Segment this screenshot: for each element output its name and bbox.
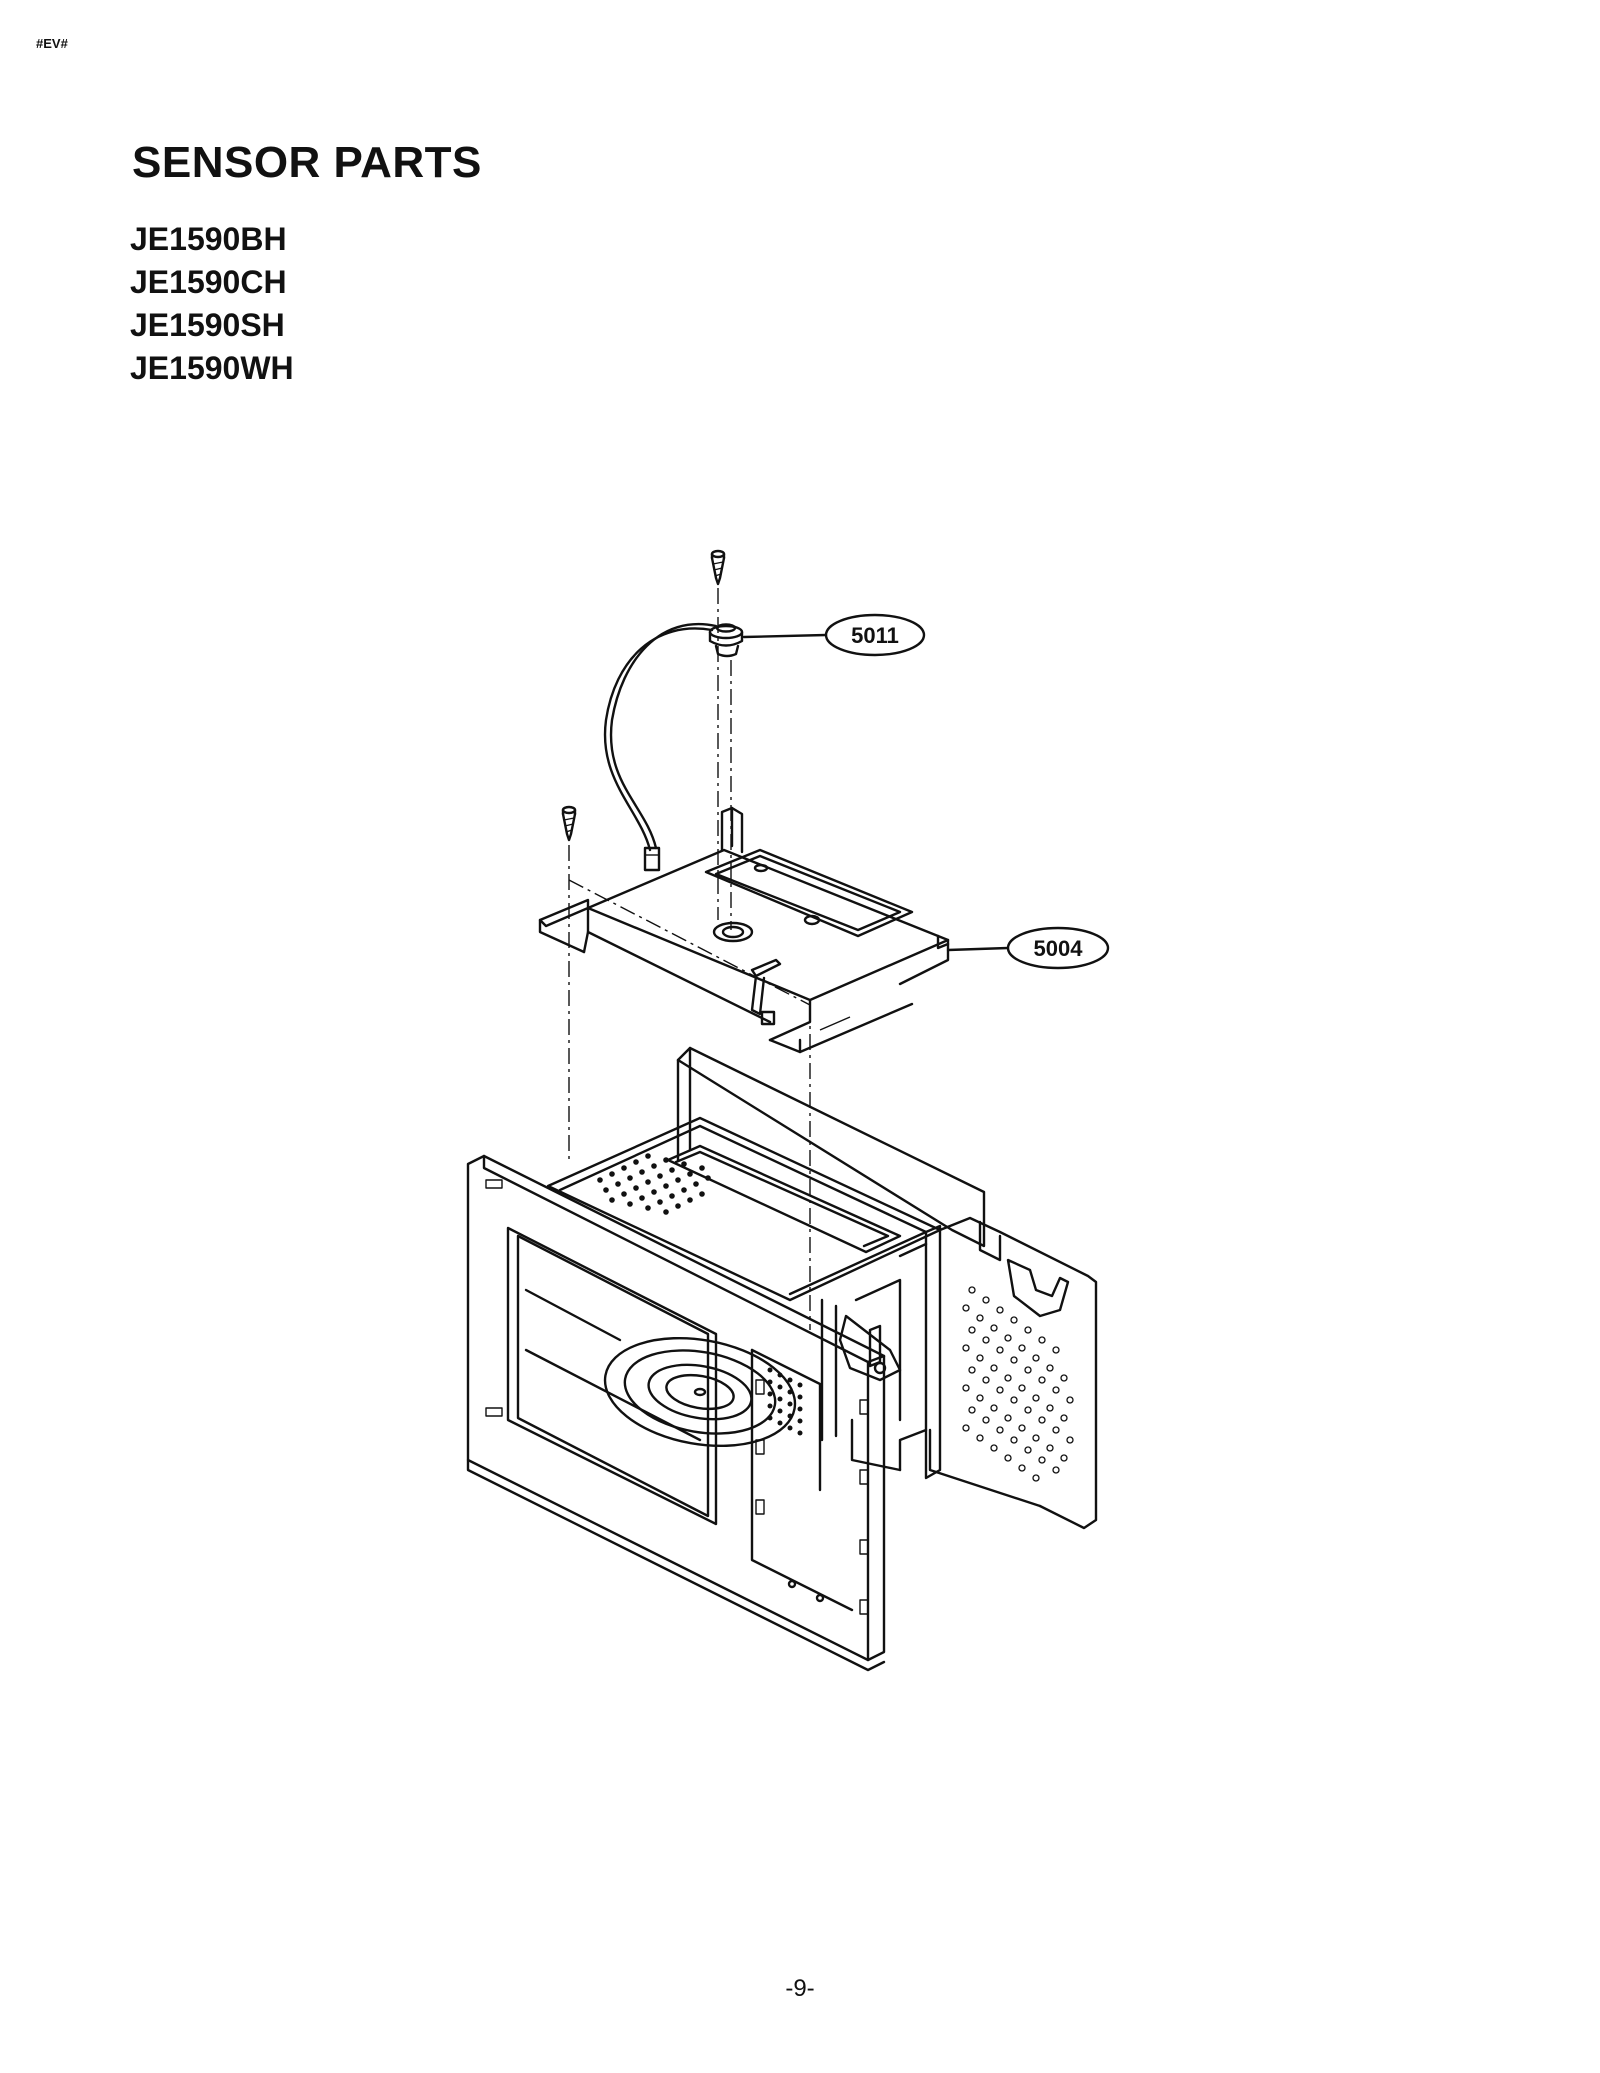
- page-title: SENSOR PARTS: [132, 138, 482, 187]
- screw-left: [561, 805, 577, 842]
- callout-label-5011: 5011: [851, 623, 899, 648]
- callout-5011: 5011: [742, 613, 926, 657]
- control-panel-holes: [767, 1367, 803, 1436]
- document-code-tag: #EV#: [36, 36, 68, 51]
- callout-label-5004: 5004: [1034, 936, 1084, 961]
- model-item: JE1590WH: [130, 350, 294, 386]
- oven-cavity: [466, 1046, 1098, 1672]
- side-vent-holes: [962, 1286, 1074, 1482]
- sensor-bracket: [538, 806, 950, 1054]
- callout-5004: 5004: [946, 926, 1110, 970]
- model-item: JE1590BH: [130, 221, 287, 257]
- model-item: JE1590CH: [130, 264, 287, 300]
- model-list: JE1590BH JE1590CH JE1590SH JE1590WH: [130, 218, 294, 390]
- page-number: -9-: [785, 1975, 815, 2002]
- top-vent-dots: [597, 1153, 711, 1215]
- screw-upper: [710, 549, 726, 586]
- assembly-guide-lines: [568, 588, 811, 1330]
- model-item: JE1590SH: [130, 307, 285, 343]
